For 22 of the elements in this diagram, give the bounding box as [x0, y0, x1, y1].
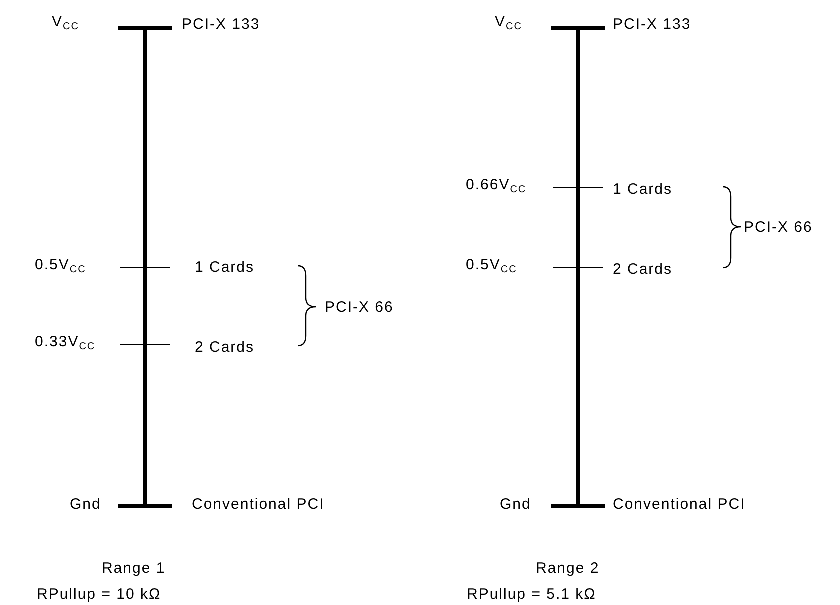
voltage-label: 0.5V$_{CC}$	[35, 256, 86, 278]
voltage-label: Gnd	[500, 496, 532, 514]
voltage-label: V$_{CC}$	[52, 14, 80, 34]
range-label: PCI-X 133	[613, 16, 692, 34]
range-title: Range 2	[536, 560, 600, 578]
card-count-label: 2 Cards	[613, 261, 673, 279]
range-label: PCI-X 66	[325, 299, 394, 317]
voltage-label: Gnd	[70, 496, 102, 514]
voltage-label: 0.66V$_{CC}$	[466, 176, 527, 198]
card-count-label: 2 Cards	[195, 339, 255, 357]
range-label: PCI-X 133	[182, 16, 260, 34]
voltage-label: 0.33V$_{CC}$	[35, 334, 96, 354]
range-title: Range 1	[102, 560, 166, 578]
resistor-value-label: RPullup = 5.1 kΩ	[467, 586, 596, 604]
range-label: Conventional PCI	[613, 496, 746, 514]
range-label: Conventional PCI	[192, 496, 325, 514]
voltage-label: 0.5V$_{CC}$	[466, 256, 518, 278]
card-count-label: 1 Cards	[195, 259, 255, 277]
range-label: PCI-X 66	[744, 219, 813, 237]
voltage-label: V$_{CC}$	[495, 14, 522, 34]
resistor-value-label: RPullup = 10 kΩ	[37, 586, 162, 604]
card-count-label: 1 Cards	[613, 181, 673, 199]
